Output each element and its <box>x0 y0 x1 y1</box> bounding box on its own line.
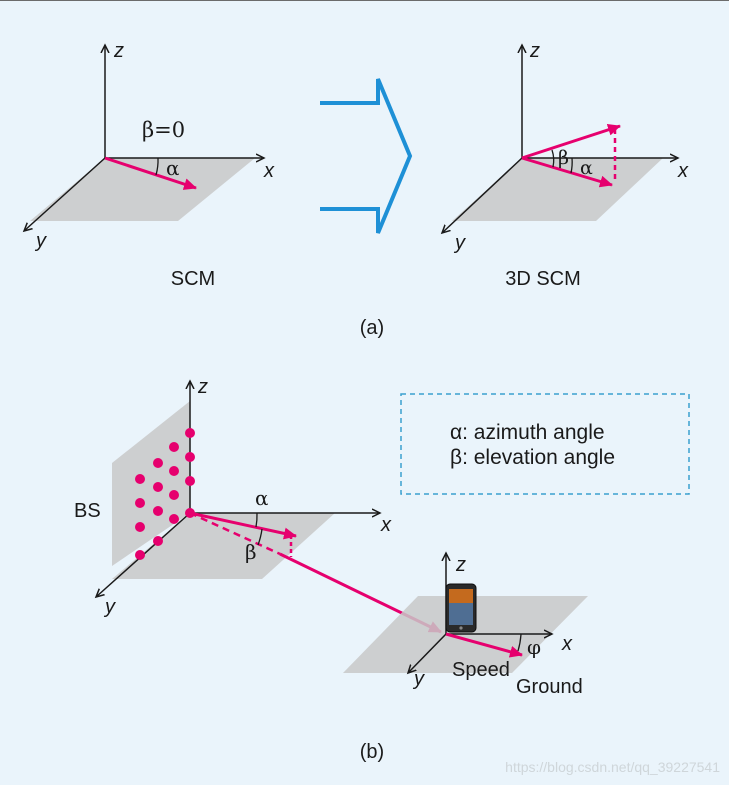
panel-b-caption: (b) <box>360 741 384 763</box>
beta-label: β <box>245 540 257 564</box>
y-axis-label: y <box>34 230 47 252</box>
arrival-vector <box>104 156 197 190</box>
legend-azimuth: α: azimuth angle <box>450 421 605 444</box>
z-axis-label: z <box>113 40 124 62</box>
legend-elevation: β: elevation angle <box>450 446 615 469</box>
z-axis-label: z <box>197 376 208 398</box>
3d-scm-caption: 3D SCM <box>505 268 581 290</box>
y-axis-label: y <box>103 596 116 618</box>
antenna-element <box>169 466 179 476</box>
smartphone-icon <box>445 583 477 633</box>
beta-label: β <box>558 147 569 169</box>
scm-diagram: z x y β=0 α SCM <box>24 40 275 290</box>
antenna-element <box>153 536 163 546</box>
antenna-element <box>135 522 145 532</box>
x-axis-label: x <box>380 514 392 536</box>
phi-label: φ <box>527 635 541 659</box>
y-axis <box>442 157 523 233</box>
antenna-element <box>135 550 145 560</box>
legend-box: α: azimuth angle β: elevation angle <box>400 393 690 495</box>
y-axis-label: y <box>453 232 466 254</box>
y-axis <box>24 157 106 231</box>
antenna-element <box>185 452 195 462</box>
x-axis-label: x <box>677 160 689 182</box>
alpha-label: α <box>166 156 180 180</box>
antenna-panel <box>112 401 190 566</box>
bs-label: BS <box>74 500 101 522</box>
antenna-element <box>169 490 179 500</box>
antenna-element <box>135 498 145 508</box>
antenna-element <box>185 476 195 486</box>
ground-plane <box>112 513 335 579</box>
watermark: https://blog.csdn.net/qq_39227541 <box>505 759 720 775</box>
phi-arc <box>517 633 522 652</box>
antenna-element <box>153 482 163 492</box>
speed-vector <box>445 632 523 658</box>
alpha-label: α <box>580 157 593 179</box>
beta-zero-label: β=0 <box>142 118 185 142</box>
projected-vector <box>189 511 297 540</box>
alpha-label: α <box>255 486 269 510</box>
antenna-element <box>153 506 163 516</box>
legend-border <box>400 393 690 495</box>
scm-caption: SCM <box>171 268 215 290</box>
y-axis-label: y <box>412 668 425 690</box>
antenna-element <box>153 458 163 468</box>
3d-scm-diagram: z x y β α 3D SCM <box>442 40 689 290</box>
beta-arc <box>257 528 263 546</box>
z-axis-label: z <box>529 40 540 62</box>
transition-arrow <box>320 78 413 234</box>
los-dashed-segment <box>189 511 281 556</box>
ue-diagram: z x y φ Speed Ground <box>343 553 588 698</box>
antenna-element <box>169 514 179 524</box>
antenna-element <box>135 474 145 484</box>
projected-vector <box>521 156 613 188</box>
speed-label: Speed <box>452 659 510 681</box>
ground-label: Ground <box>516 676 583 698</box>
elevated-vector <box>521 124 621 160</box>
panel-a-caption: (a) <box>360 317 384 339</box>
bs-diagram: z x y BS α β <box>74 376 442 634</box>
beta-arc <box>551 149 555 168</box>
alpha-arc <box>570 157 573 174</box>
ground-plane <box>30 158 255 221</box>
antenna-element <box>169 442 179 452</box>
alpha-arc <box>155 157 159 176</box>
y-axis <box>408 633 447 673</box>
x-axis-label: x <box>561 633 573 655</box>
x-axis-label: x <box>263 160 275 182</box>
antenna-element <box>185 428 195 438</box>
z-axis-label: z <box>455 554 466 576</box>
alpha-arc <box>255 512 258 528</box>
